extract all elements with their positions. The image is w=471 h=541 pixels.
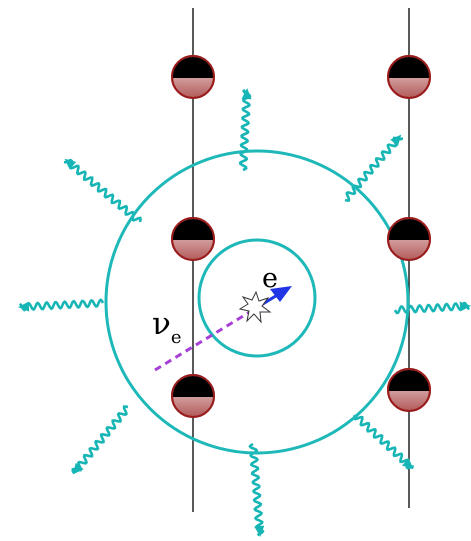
pmt-sphere-icon [171, 217, 215, 261]
photon-arrowhead [402, 458, 414, 470]
wavy-photon-icon [63, 158, 142, 223]
neutrino-label: νe [152, 306, 182, 348]
inner-light-ring [197, 238, 317, 358]
wavy-photon-icon [344, 136, 403, 202]
wavy-photon-icon [238, 88, 252, 172]
photon-arrowhead [18, 301, 30, 312]
photon-arrowhead [390, 134, 402, 147]
photon-arrowhead [459, 301, 471, 312]
outer-light-ring [104, 149, 410, 455]
pmt-sphere-icon [171, 374, 215, 418]
starburst-icon [238, 290, 272, 324]
photon-arrowhead [72, 462, 84, 475]
wavy-photon-icon [353, 414, 415, 470]
module-group [171, 55, 431, 418]
photon-arrowhead [64, 158, 77, 170]
photon-group [18, 88, 471, 537]
pmt-sphere-icon [387, 55, 431, 99]
wavy-photon-icon [71, 405, 129, 474]
pmt-sphere-icon [387, 217, 431, 261]
wavy-photon-icon [248, 442, 265, 537]
wavy-photon-icon [18, 298, 105, 312]
photon-arrowhead [254, 525, 265, 537]
pmt-sphere-icon [387, 368, 431, 412]
pmt-sphere-icon [171, 55, 215, 99]
electron-label: e [262, 263, 278, 294]
photon-arrowhead [241, 88, 252, 100]
wavy-photon-icon [393, 301, 471, 315]
